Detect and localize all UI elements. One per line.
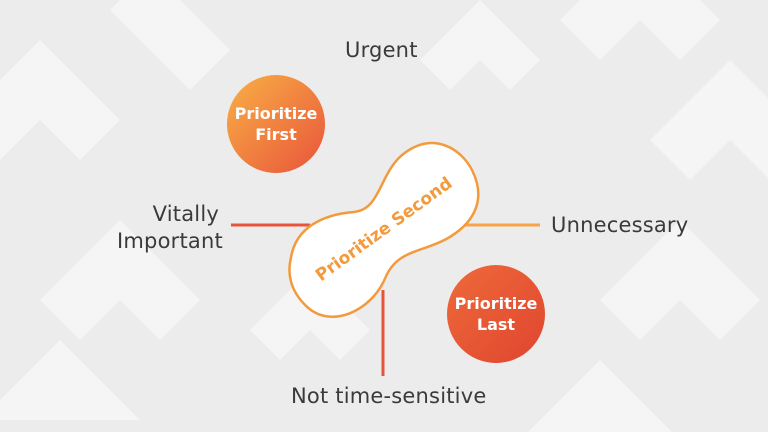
prioritize-first-line2: First — [255, 125, 297, 144]
prioritize-last-line2: Last — [476, 315, 516, 334]
unnecessary-label: Unnecessary — [551, 213, 689, 237]
vitally-important-label: Vitally Important — [117, 202, 223, 253]
prioritize-first-label: Prioritize First — [227, 103, 325, 145]
vitally-important-line1: Vitally — [152, 202, 219, 226]
prioritize-last-line1: Prioritize — [454, 294, 538, 313]
not-time-sensitive-label: Not time-sensitive — [291, 384, 487, 408]
vitally-important-line2: Important — [117, 229, 223, 253]
prioritize-last-label: Prioritize Last — [447, 293, 545, 335]
prioritize-last-circle — [447, 265, 545, 363]
prioritize-first-circle — [227, 75, 325, 173]
urgent-label: Urgent — [345, 38, 418, 62]
prioritize-second-shape: Prioritize Second — [288, 141, 480, 318]
prioritize-first-line1: Prioritize — [234, 104, 318, 123]
